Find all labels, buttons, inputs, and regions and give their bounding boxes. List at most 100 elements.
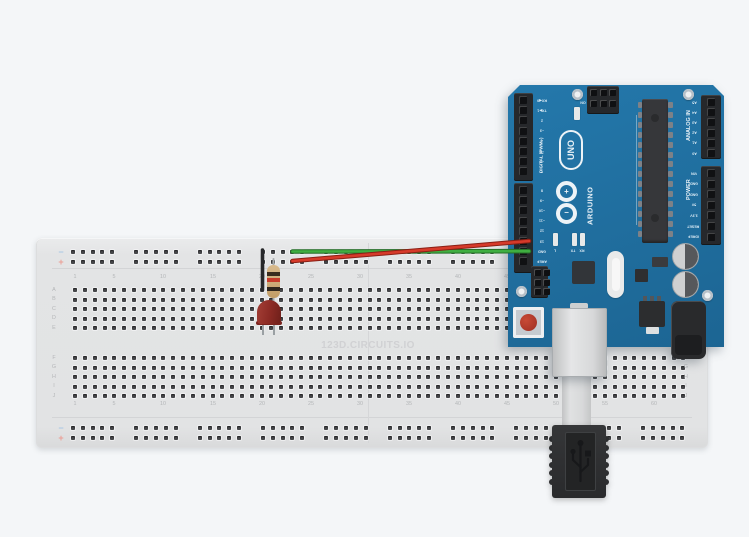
breadboard-hole[interactable] — [475, 288, 480, 292]
breadboard-hole[interactable] — [387, 288, 392, 292]
breadboard-hole[interactable] — [377, 375, 382, 379]
breadboard-hole[interactable] — [465, 297, 470, 302]
breadboard-hole[interactable] — [328, 384, 333, 389]
breadboard-hole[interactable] — [480, 436, 485, 440]
breadboard-hole[interactable] — [80, 260, 85, 264]
arduino-uno[interactable]: DIGITAL (PWM~) ANALOG IN POWER UNO + − A… — [508, 85, 724, 377]
reset-button[interactable] — [519, 313, 537, 331]
breadboard-hole[interactable] — [230, 365, 235, 370]
breadboard-hole[interactable] — [151, 326, 156, 330]
breadboard-hole[interactable] — [524, 365, 529, 370]
breadboard-hole[interactable] — [217, 250, 222, 254]
breadboard-hole[interactable] — [289, 375, 294, 379]
breadboard-hole[interactable] — [236, 260, 241, 264]
breadboard-hole[interactable] — [455, 307, 460, 311]
breadboard-hole[interactable] — [387, 384, 392, 389]
breadboard-hole[interactable] — [298, 288, 303, 292]
breadboard-hole[interactable] — [200, 288, 205, 292]
breadboard-hole[interactable] — [102, 326, 107, 330]
breadboard-hole[interactable] — [642, 384, 647, 389]
breadboard-hole[interactable] — [112, 394, 117, 398]
breadboard-hole[interactable] — [495, 384, 500, 389]
breadboard-hole[interactable] — [397, 436, 402, 440]
breadboard-hole[interactable] — [445, 375, 450, 379]
breadboard-hole[interactable] — [171, 394, 176, 398]
breadboard-hole[interactable] — [308, 288, 313, 292]
breadboard-hole[interactable] — [338, 288, 343, 292]
breadboard-hole[interactable] — [495, 394, 500, 398]
breadboard-hole[interactable] — [377, 365, 382, 370]
breadboard-hole[interactable] — [200, 394, 205, 398]
breadboard-hole[interactable] — [249, 288, 254, 292]
breadboard-hole[interactable] — [161, 394, 166, 398]
breadboard-hole[interactable] — [279, 297, 284, 302]
breadboard-hole[interactable] — [173, 250, 178, 254]
breadboard-hole[interactable] — [210, 316, 215, 321]
breadboard-hole[interactable] — [642, 365, 647, 370]
breadboard-hole[interactable] — [112, 384, 117, 389]
breadboard-hole[interactable] — [102, 297, 107, 302]
breadboard-hole[interactable] — [220, 297, 225, 302]
breadboard-hole[interactable] — [300, 426, 305, 430]
usb-cable[interactable] — [562, 374, 591, 429]
breadboard-hole[interactable] — [122, 307, 127, 311]
breadboard-hole[interactable] — [207, 426, 212, 430]
breadboard-hole[interactable] — [534, 436, 539, 440]
breadboard-hole[interactable] — [416, 384, 421, 389]
breadboard-hole[interactable] — [298, 356, 303, 360]
breadboard-hole[interactable] — [210, 297, 215, 302]
breadboard-hole[interactable] — [416, 297, 421, 302]
breadboard-hole[interactable] — [230, 316, 235, 321]
breadboard-hole[interactable] — [71, 250, 75, 254]
breadboard-hole[interactable] — [261, 436, 266, 440]
breadboard-hole[interactable] — [426, 436, 431, 440]
icsp-pin[interactable] — [599, 88, 607, 96]
breadboard-hole[interactable] — [102, 384, 107, 389]
breadboard-hole[interactable] — [357, 307, 362, 311]
breadboard-hole[interactable] — [122, 394, 127, 398]
breadboard-hole[interactable] — [249, 356, 254, 360]
breadboard-hole[interactable] — [73, 384, 78, 389]
breadboard-hole[interactable] — [200, 365, 205, 370]
breadboard-hole[interactable] — [100, 250, 105, 254]
breadboard-hole[interactable] — [396, 365, 401, 370]
breadboard-hole[interactable] — [377, 326, 382, 330]
breadboard-hole[interactable] — [544, 375, 549, 379]
breadboard-hole[interactable] — [347, 307, 352, 311]
breadboard-hole[interactable] — [426, 307, 431, 311]
breadboard-hole[interactable] — [417, 426, 422, 430]
breadboard-hole[interactable] — [426, 316, 431, 321]
breadboard-hole[interactable] — [396, 316, 401, 321]
breadboard-hole[interactable] — [200, 316, 205, 321]
header-pin[interactable] — [519, 257, 527, 266]
breadboard-hole[interactable] — [396, 356, 401, 360]
breadboard-hole[interactable] — [239, 384, 244, 389]
breadboard-hole[interactable] — [485, 356, 490, 360]
breadboard-hole[interactable] — [650, 436, 655, 440]
icsp-pin[interactable] — [533, 288, 541, 295]
breadboard-hole[interactable] — [670, 426, 675, 430]
breadboard-hole[interactable] — [279, 288, 284, 292]
header-pin[interactable] — [707, 232, 715, 241]
breadboard-hole[interactable] — [308, 307, 313, 311]
breadboard-hole[interactable] — [141, 375, 146, 379]
breadboard-hole[interactable] — [344, 436, 349, 440]
breadboard-hole[interactable] — [406, 356, 411, 360]
breadboard-hole[interactable] — [217, 260, 222, 264]
breadboard-hole[interactable] — [122, 288, 127, 292]
breadboard-hole[interactable] — [681, 384, 686, 389]
breadboard-hole[interactable] — [543, 426, 548, 430]
breadboard-hole[interactable] — [197, 260, 202, 264]
breadboard-hole[interactable] — [83, 326, 87, 330]
breadboard-hole[interactable] — [490, 426, 495, 430]
breadboard-hole[interactable] — [102, 394, 107, 398]
breadboard-hole[interactable] — [230, 297, 235, 302]
breadboard-hole[interactable] — [377, 307, 382, 311]
breadboard-hole[interactable] — [141, 316, 146, 321]
breadboard-hole[interactable] — [406, 297, 411, 302]
header-pin[interactable] — [707, 108, 715, 117]
breadboard-hole[interactable] — [650, 426, 655, 430]
breadboard-hole[interactable] — [249, 316, 254, 321]
header-pin[interactable] — [519, 237, 527, 245]
breadboard-hole[interactable] — [153, 426, 158, 430]
